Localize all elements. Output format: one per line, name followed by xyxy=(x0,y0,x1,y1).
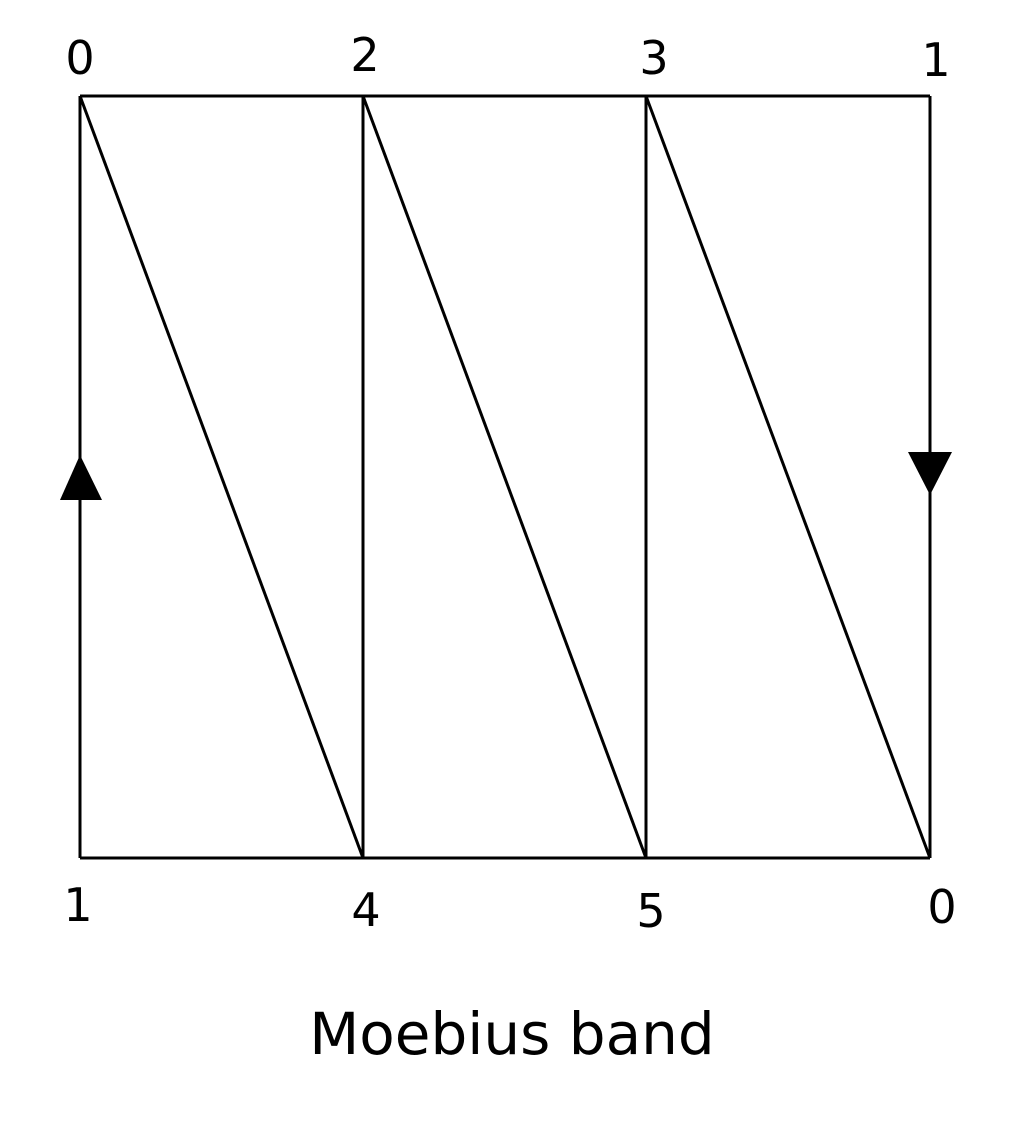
vertex-label-top-4: 1 xyxy=(921,33,950,87)
vertex-label-top-3: 3 xyxy=(639,31,668,85)
vertex-label-bottom-4: 0 xyxy=(927,880,956,934)
vertex-label-top-1: 0 xyxy=(65,31,94,85)
diagonal-edge-0-4 xyxy=(78,95,365,859)
down-arrow-icon xyxy=(908,452,952,495)
vertex-label-bottom-2: 4 xyxy=(351,883,380,937)
diagonal-edge-2-5 xyxy=(361,95,648,859)
up-arrow-icon xyxy=(60,455,102,500)
vertex-label-bottom-3: 5 xyxy=(636,884,665,938)
vertex-label-bottom-1: 1 xyxy=(63,878,92,932)
vertex-label-top-2: 2 xyxy=(350,28,379,82)
diagram-caption: Moebius band xyxy=(309,1000,715,1068)
diagonal-edge-3-0 xyxy=(644,95,932,859)
